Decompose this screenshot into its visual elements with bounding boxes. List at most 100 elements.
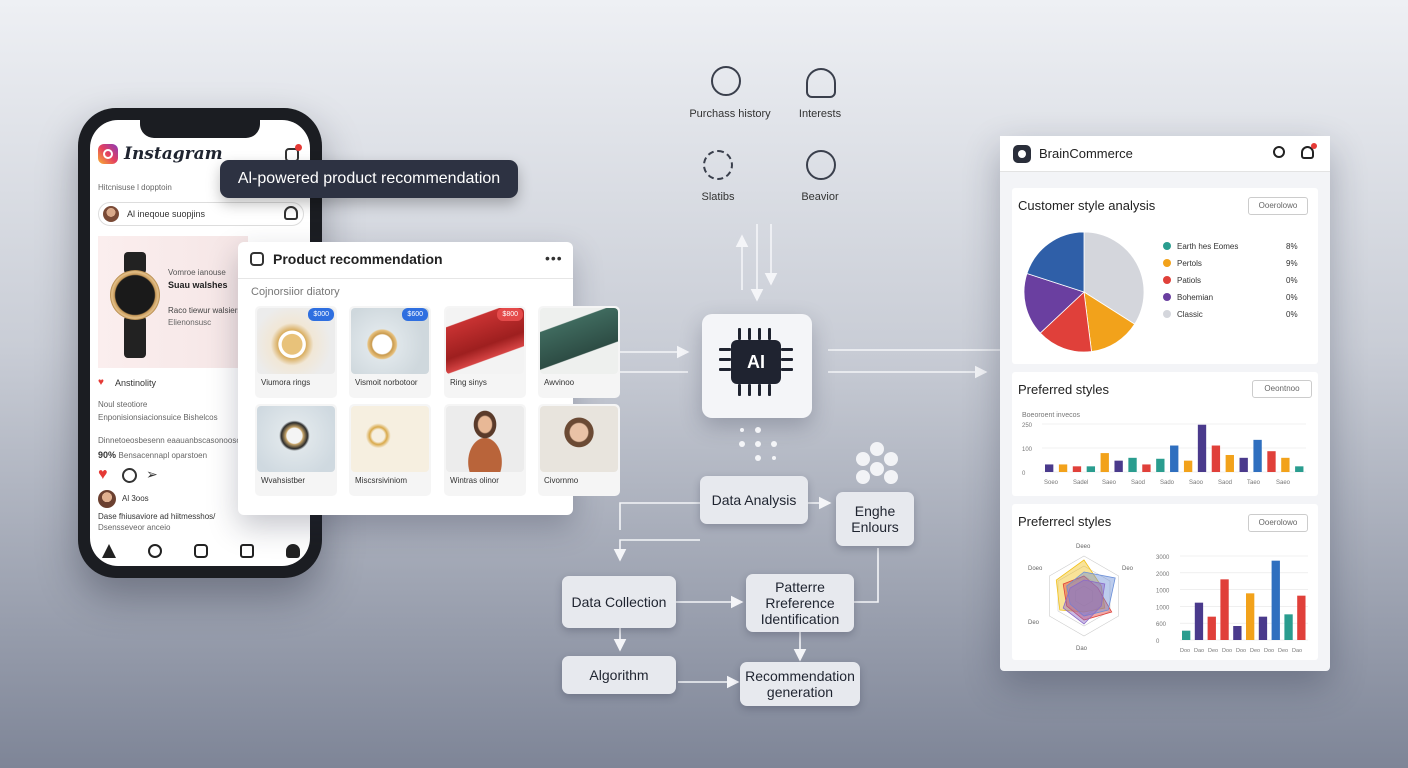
product-card[interactable]: $800 Ring sinys: [444, 306, 526, 398]
phone-subtitle: Hitcnisuse l dopptoin: [98, 183, 172, 192]
chip-pin: [738, 384, 741, 396]
hexagon-cluster-icon: [852, 442, 902, 492]
legend-label: Pertols: [1177, 259, 1202, 268]
x-tick-label: Deo: [1250, 648, 1260, 654]
legend-value: 9%: [1286, 259, 1298, 268]
avatar: [103, 206, 119, 222]
price-badge: $000: [308, 308, 334, 321]
algorithm-box: Algorithm: [562, 656, 676, 694]
data-collection-box: Data Collection: [562, 576, 676, 628]
radar-label: Dao: [1076, 646, 1088, 652]
card-title: Customer style analysis: [1018, 198, 1156, 213]
y-tick-label: 100: [1022, 447, 1033, 453]
like-text: Anstinolity: [115, 378, 157, 388]
home-icon[interactable]: [102, 544, 116, 558]
percent-value: 90%: [98, 450, 117, 460]
dashboard-brand: BrainCommerce: [1039, 146, 1133, 161]
behavior-icon: [806, 150, 836, 180]
product-label: Awvinoo: [544, 378, 575, 387]
legend-value: 8%: [1286, 242, 1298, 251]
bar: [1239, 457, 1248, 472]
card-button[interactable]: Oeontnoo: [1252, 380, 1312, 398]
percent-text: Bensacennapl oparstoen: [118, 451, 208, 460]
engine-box: Enghe Enlours: [836, 492, 914, 546]
search-icon[interactable]: [1273, 146, 1285, 158]
card-button[interactable]: Ooerolowo: [1248, 514, 1308, 532]
source-label: Slatibs: [701, 191, 735, 203]
user-icon[interactable]: [284, 206, 298, 220]
legend-value: 0%: [1286, 310, 1298, 319]
search-icon[interactable]: [148, 544, 162, 558]
card-title: Preferrecl styles: [1018, 514, 1112, 529]
bar: [1271, 560, 1280, 640]
bar: [1058, 464, 1068, 472]
bar: [1267, 451, 1276, 472]
panel-title: Product recommendation: [273, 251, 443, 267]
product-card[interactable]: Civornmo: [538, 404, 620, 496]
legend-label: Earth hes Eomes: [1177, 242, 1239, 251]
product-label: Wvahsistber: [261, 476, 306, 485]
search-bar[interactable]: [98, 202, 304, 226]
bar: [1100, 453, 1109, 472]
pie-slice: [1026, 231, 1085, 293]
x-tick-label: Doo: [1222, 648, 1232, 654]
chip-pin: [768, 328, 771, 340]
y-tick-label: 0: [1022, 471, 1026, 477]
add-icon[interactable]: [194, 544, 208, 558]
radar-area: [1055, 559, 1106, 613]
legend-swatch: [1163, 276, 1171, 284]
search-text: Al ineqoue suopjins: [127, 209, 206, 219]
product-card[interactable]: Awvinoo: [538, 306, 620, 398]
product-label: Wintras olinor: [450, 476, 499, 485]
chip-pin: [738, 328, 741, 340]
x-tick-label: Saoo: [1189, 480, 1204, 486]
bar: [1207, 616, 1216, 640]
more-icon[interactable]: •••: [545, 250, 563, 266]
product-card[interactable]: $000 Viumora rings: [255, 306, 337, 398]
post-caption-1: Dase fhiusaviore ad hiitmesshos/: [98, 512, 216, 521]
x-tick-label: Doo: [1236, 648, 1246, 654]
bar: [1156, 458, 1165, 472]
product-card[interactable]: $600 Vismoit norbotoor: [349, 306, 431, 398]
panel-divider: [238, 278, 573, 279]
feed-line-c: Dinnetoeosbesenn eaauanbscasonoosoin: [98, 436, 248, 445]
bar: [1258, 616, 1268, 640]
chip-pin: [781, 368, 793, 371]
bar: [1045, 464, 1054, 472]
user-icon[interactable]: [1301, 146, 1314, 159]
price-badge: $800: [497, 308, 523, 321]
notification-dot: [1311, 143, 1317, 149]
send-icon[interactable]: ➢: [146, 466, 158, 482]
profile-icon[interactable]: [286, 544, 300, 558]
bar: [1142, 464, 1151, 472]
legend-swatch: [1163, 259, 1171, 267]
notification-dot: [295, 144, 302, 151]
legend-swatch: [1163, 242, 1171, 250]
x-tick-label: Doo: [1180, 648, 1190, 654]
product-card[interactable]: Wvahsistber: [255, 404, 337, 496]
product-image: [540, 406, 618, 472]
x-tick-label: Saeo: [1276, 480, 1291, 486]
x-tick-label: Sado: [1160, 480, 1175, 486]
chip-pin: [781, 358, 793, 361]
card-line-3: Raco tiewur walsiers: [168, 306, 242, 315]
product-card[interactable]: Miscsrsiviniom: [349, 404, 431, 496]
post-caption-2: Dsensseveor anceio: [98, 523, 171, 532]
network-dots-icon: [739, 427, 777, 461]
comment-icon[interactable]: [122, 468, 137, 483]
bar: [1170, 445, 1179, 472]
card-button[interactable]: Ooerolowo: [1248, 197, 1308, 215]
legend-label: Bohemian: [1177, 293, 1214, 302]
data-analysis-box: Data Analysis: [700, 476, 808, 524]
chip-pin: [781, 348, 793, 351]
post-avatar: [98, 490, 116, 508]
like-icon[interactable]: ♥: [98, 466, 108, 483]
x-tick-label: Doo: [1264, 648, 1274, 654]
product-label: Civornmo: [544, 476, 579, 485]
product-card[interactable]: Wintras olinor: [444, 404, 526, 496]
x-tick-label: Dao: [1194, 648, 1204, 654]
shop-icon[interactable]: [240, 544, 254, 558]
feed-line-b: Enponisionsiacionsuice Bishelcos: [98, 413, 218, 422]
